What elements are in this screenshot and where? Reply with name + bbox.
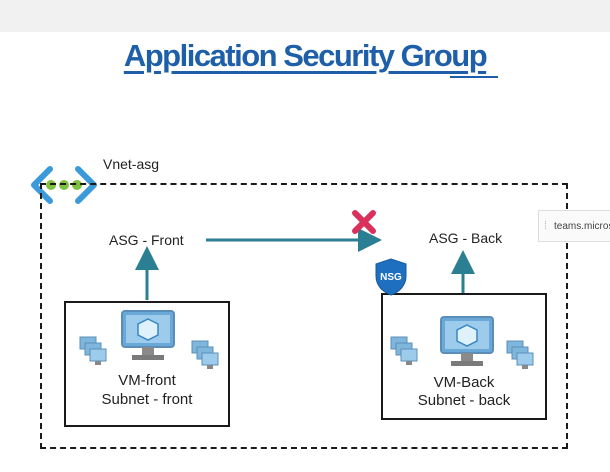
vm-stack-icon xyxy=(390,336,418,365)
top-bar xyxy=(0,0,610,32)
subnet-front-label: Subnet - front xyxy=(101,391,193,408)
vm-stack-icon xyxy=(506,340,534,369)
drag-handle-icon[interactable]: ⁞ xyxy=(544,220,548,232)
vm-monitor-icon xyxy=(440,316,494,366)
vnet-boundary xyxy=(40,183,568,449)
diagram-title: Application Security Group xyxy=(123,38,488,73)
teams-url: teams.microsoft.c xyxy=(554,221,610,232)
vm-monitor-icon xyxy=(121,310,175,360)
vm-front-label: VM-front xyxy=(118,372,176,389)
vm-stack-icon xyxy=(191,340,219,369)
asg-back-label: ASG - Back xyxy=(429,230,503,246)
vnet-label: Vnet-asg xyxy=(103,156,160,172)
asg-front-label: ASG - Front xyxy=(109,232,184,248)
nsg-shield-icon: NSG xyxy=(375,258,407,296)
virtual-network-icon xyxy=(31,166,97,204)
subnet-back-label: Subnet - back xyxy=(417,392,511,409)
blocked-x-icon xyxy=(352,210,376,234)
nsg-label: NSG xyxy=(380,272,402,283)
title-underline xyxy=(450,76,498,78)
teams-share-panel[interactable]: ⁞ teams.microsoft.c xyxy=(538,210,610,242)
vm-back-label: VM-Back xyxy=(433,374,495,391)
subnet-front-box: VM-front Subnet - front xyxy=(64,301,230,427)
vm-stack-icon xyxy=(79,336,107,365)
subnet-back-box: VM-Back Subnet - back xyxy=(381,293,547,420)
